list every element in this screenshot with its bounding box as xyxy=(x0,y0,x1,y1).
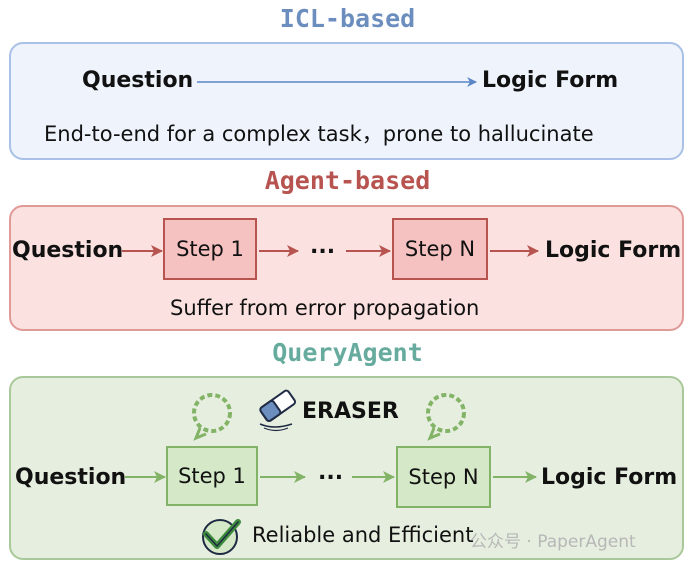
icl-caption: End-to-end for a complex task，prone to h… xyxy=(44,122,594,146)
agent-ellipsis: ... xyxy=(310,234,336,259)
query-step-n-box: Step N xyxy=(396,446,491,508)
check-icon xyxy=(202,519,241,555)
query-step-1-box: Step 1 xyxy=(166,446,258,506)
agent-panel xyxy=(9,205,684,331)
icl-question-label: Question xyxy=(82,68,194,93)
agent-caption: Suffer from error propagation xyxy=(170,296,480,320)
loop-icon xyxy=(426,393,466,441)
icl-panel xyxy=(9,42,684,160)
query-question-label: Question xyxy=(15,465,127,490)
icl-logic-form-label: Logic Form xyxy=(482,68,619,93)
eraser-label: ERASER xyxy=(302,399,399,424)
watermark: 公众号 · PaperAgent xyxy=(470,532,636,552)
agent-logic-form-label: Logic Form xyxy=(545,238,682,263)
agent-step-n-box: Step N xyxy=(392,218,488,280)
loop-icon xyxy=(192,393,232,441)
query-logic-form-label: Logic Form xyxy=(541,465,678,490)
eraser-icon xyxy=(259,389,297,432)
query-panel xyxy=(9,376,684,560)
query-ellipsis: ... xyxy=(318,460,344,485)
query-caption: Reliable and Efficient xyxy=(252,523,474,547)
agent-step-1-box: Step 1 xyxy=(163,218,257,280)
agent-question-label: Question xyxy=(12,238,124,263)
icl-title: ICL-based xyxy=(279,4,416,33)
agent-title: Agent-based xyxy=(264,166,431,195)
query-title: QueryAgent xyxy=(272,338,423,367)
